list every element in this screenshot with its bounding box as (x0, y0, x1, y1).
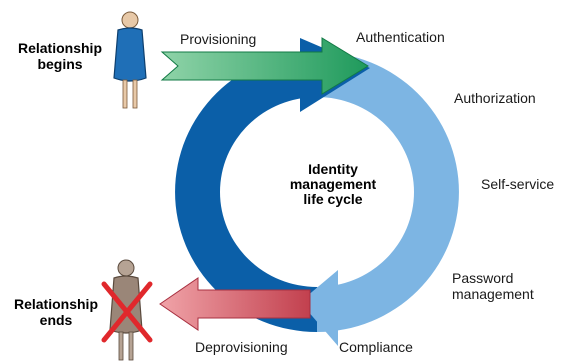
stage-authentication: Authentication (356, 29, 445, 45)
stage-deprovisioning: Deprovisioning (195, 339, 288, 355)
cross-icon (101, 281, 153, 343)
relationship-ends-label: Relationship ends (13, 296, 98, 328)
relationship-begins-label: Relationship begins (17, 40, 102, 72)
person-begin-icon (113, 11, 147, 109)
provisioning-arrow (160, 37, 369, 95)
deprovisioning-arrow (159, 277, 311, 331)
stage-self-service: Self-service (481, 176, 555, 192)
stage-provisioning: Provisioning (180, 31, 257, 47)
stage-authorization: Authorization (454, 90, 536, 106)
ring-bottom-arrowhead (300, 270, 338, 346)
ring-light-segment (317, 52, 459, 332)
center-title: Identity management life cycle (289, 161, 377, 207)
stage-password-management: Password management (452, 270, 534, 302)
stage-compliance: Compliance (339, 339, 413, 355)
ring-dark-segment (175, 52, 317, 332)
